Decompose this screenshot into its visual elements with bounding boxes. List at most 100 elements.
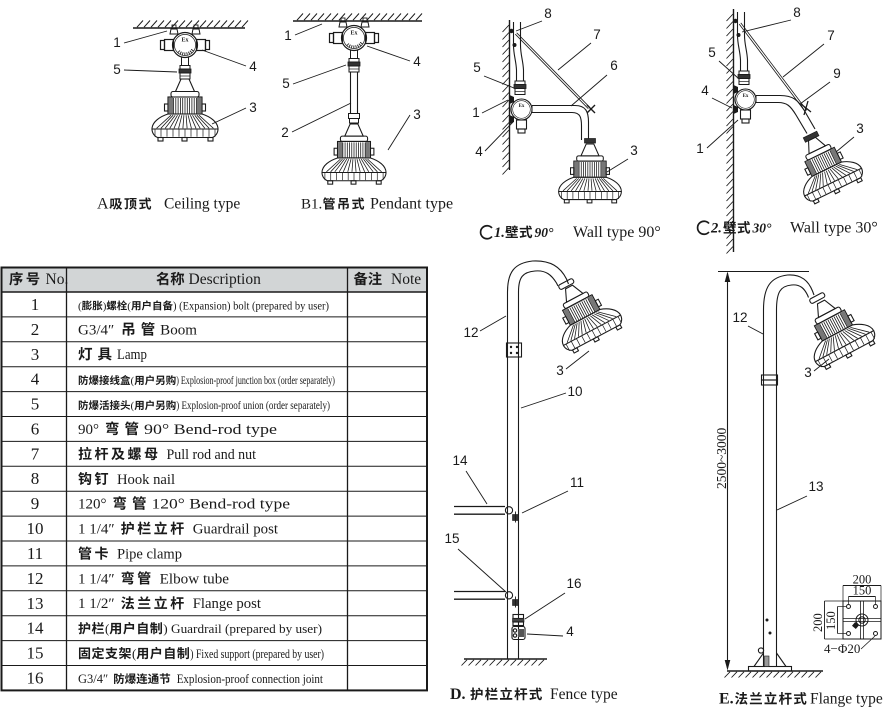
- svg-text:) (Expansion) bolt (prepared b: ) (Expansion) bolt (prepared by user): [173, 298, 329, 312]
- svg-text:12: 12: [27, 569, 44, 588]
- svg-text:1: 1: [31, 295, 40, 314]
- svg-text:11: 11: [27, 544, 43, 563]
- svg-text:3: 3: [804, 365, 812, 380]
- svg-text:4: 4: [413, 54, 421, 69]
- svg-text:14: 14: [27, 619, 45, 638]
- svg-text:16: 16: [566, 576, 581, 591]
- svg-text:Pull rod and nut: Pull rod and nut: [167, 447, 257, 463]
- svg-text:(: (: [132, 646, 136, 661]
- svg-text:16: 16: [27, 669, 44, 688]
- svg-text:No.: No.: [46, 271, 69, 288]
- svg-text:6: 6: [31, 419, 40, 438]
- svg-text:150: 150: [853, 584, 872, 598]
- svg-text:10: 10: [27, 519, 44, 538]
- svg-text:13: 13: [27, 594, 44, 613]
- svg-text:B1.: B1.: [301, 197, 322, 213]
- svg-text:1: 1: [472, 105, 480, 120]
- svg-text:200: 200: [853, 573, 872, 587]
- svg-text:3: 3: [413, 107, 421, 122]
- svg-text:13: 13: [808, 479, 823, 494]
- svg-text:A.: A.: [97, 196, 113, 213]
- svg-text:1: 1: [696, 141, 704, 156]
- svg-text:) Explosion-proof junction box: ) Explosion-proof junction box (order se…: [176, 375, 335, 387]
- svg-text:12: 12: [463, 325, 478, 340]
- svg-text:1: 1: [284, 28, 292, 43]
- svg-text:Flange type: Flange type: [810, 691, 883, 708]
- svg-text:) Guardrail (prepared by user): ) Guardrail (prepared by user): [163, 621, 322, 636]
- svg-text:(: (: [105, 621, 109, 636]
- svg-text:5: 5: [282, 76, 290, 91]
- svg-text:D.: D.: [450, 686, 466, 703]
- svg-text:4: 4: [31, 370, 40, 389]
- svg-text:(: (: [78, 300, 82, 312]
- svg-text:G3/4″: G3/4″: [78, 672, 108, 686]
- svg-text:150: 150: [824, 611, 838, 630]
- svg-text:5: 5: [708, 45, 716, 60]
- svg-text:14: 14: [452, 453, 468, 468]
- svg-text:4−Φ20: 4−Φ20: [824, 641, 860, 656]
- svg-text:3: 3: [556, 363, 564, 378]
- svg-text:Pendant type: Pendant type: [370, 196, 453, 213]
- svg-text:1 1/4″: 1 1/4″: [78, 571, 115, 587]
- svg-text:15: 15: [27, 644, 44, 663]
- svg-text:4: 4: [249, 59, 257, 74]
- svg-text:1: 1: [113, 35, 121, 50]
- svg-text:1.: 1.: [494, 225, 505, 241]
- svg-text:2.: 2.: [710, 221, 722, 237]
- svg-text:5: 5: [31, 395, 40, 414]
- svg-text:1 1/4″: 1 1/4″: [78, 522, 115, 538]
- svg-text:3: 3: [31, 345, 40, 364]
- svg-text:Hook nail: Hook nail: [117, 472, 175, 488]
- svg-text:Guardrail post: Guardrail post: [193, 522, 279, 538]
- svg-text:30°: 30°: [752, 221, 773, 236]
- svg-text:1 1/2″: 1 1/2″: [78, 596, 115, 612]
- svg-text:2: 2: [281, 125, 289, 140]
- svg-text:15: 15: [444, 531, 459, 546]
- svg-text:90°: 90°: [78, 422, 99, 438]
- svg-text:5: 5: [473, 60, 481, 75]
- svg-text:(: (: [131, 375, 135, 387]
- svg-text:2500~3000: 2500~3000: [714, 427, 729, 489]
- svg-text:2: 2: [31, 320, 40, 339]
- svg-text:5: 5: [113, 62, 121, 77]
- svg-text:Note: Note: [391, 271, 421, 288]
- svg-text:10: 10: [567, 384, 582, 399]
- svg-text:Fence type: Fence type: [550, 686, 618, 703]
- svg-text:9: 9: [833, 66, 841, 81]
- svg-text:) Fixed support (prepared by u: ) Fixed support (prepared by user): [190, 646, 324, 661]
- svg-text:120°: 120°: [78, 497, 107, 513]
- svg-text:(: (: [131, 400, 135, 412]
- svg-text:Ex: Ex: [743, 94, 749, 99]
- svg-text:11: 11: [570, 475, 584, 490]
- svg-text:): ): [103, 300, 107, 312]
- svg-text:E.: E.: [719, 691, 734, 708]
- svg-text:Explosion-proof connection joi: Explosion-proof connection joint: [177, 672, 324, 686]
- svg-text:120° Bend-rod type: 120° Bend-rod type: [152, 497, 291, 513]
- svg-text:Description: Description: [189, 271, 262, 288]
- svg-text:4: 4: [701, 83, 709, 98]
- svg-text:3: 3: [630, 143, 638, 158]
- svg-text:8: 8: [544, 6, 552, 21]
- svg-text:8: 8: [31, 469, 40, 488]
- svg-text:Lamp: Lamp: [117, 347, 147, 363]
- svg-text:7: 7: [31, 444, 40, 463]
- svg-text:Pipe clamp: Pipe clamp: [117, 547, 182, 563]
- svg-text:Ceiling type: Ceiling type: [164, 196, 240, 213]
- svg-text:9: 9: [31, 494, 40, 513]
- svg-text:Flange post: Flange post: [193, 596, 262, 612]
- svg-text:Boom: Boom: [160, 322, 197, 338]
- svg-text:Wall type 30°: Wall type 30°: [790, 220, 878, 237]
- svg-text:Elbow tube: Elbow tube: [160, 571, 230, 587]
- svg-text:90° Bend-rod type: 90° Bend-rod type: [144, 422, 277, 438]
- svg-text:90°: 90°: [535, 225, 555, 240]
- svg-text:3: 3: [856, 121, 864, 136]
- svg-text:) Explosion-proof union (order: ) Explosion-proof union (order separatel…: [176, 400, 330, 412]
- svg-text:4: 4: [566, 624, 574, 639]
- svg-text:8: 8: [793, 5, 801, 20]
- svg-text:12: 12: [732, 310, 747, 325]
- svg-text:4: 4: [475, 144, 483, 159]
- svg-text:200: 200: [811, 613, 825, 632]
- svg-text:(: (: [127, 300, 131, 312]
- svg-text:G3/4″: G3/4″: [78, 322, 114, 338]
- svg-text:Wall type 90°: Wall type 90°: [573, 224, 661, 241]
